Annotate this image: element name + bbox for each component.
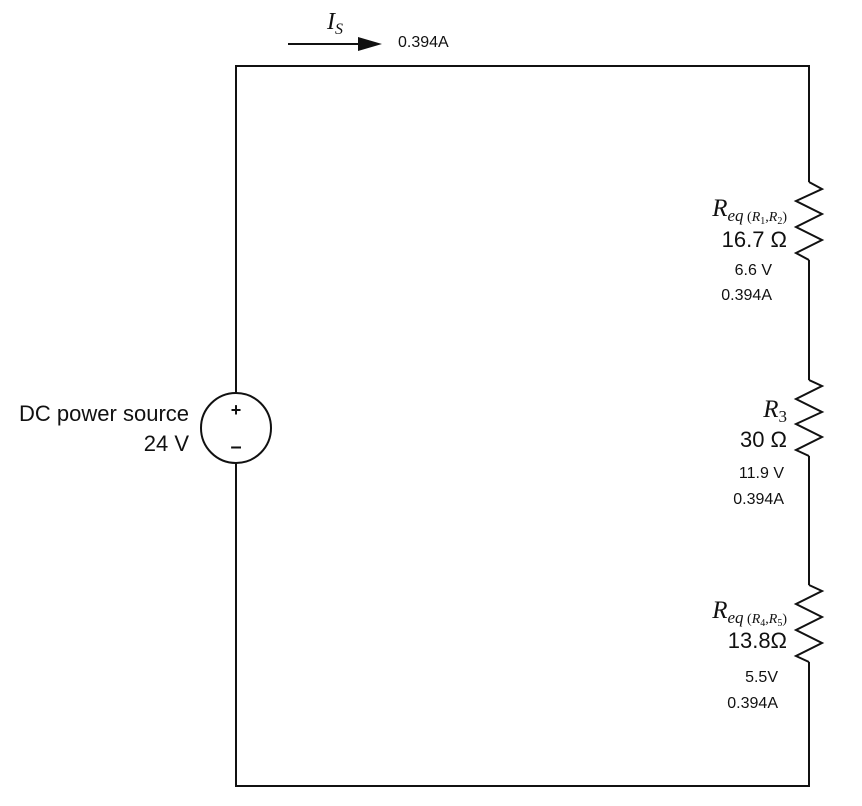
resistor-r3-zigzag	[793, 379, 825, 457]
resistor-req45-resistance: 13.8Ω	[728, 628, 787, 653]
resistor-req45-zigzag	[793, 584, 825, 663]
resistor-req45-voltage: 5.5V	[745, 669, 778, 686]
circuit-wires	[235, 65, 810, 787]
source-current-value: 0.394A	[398, 34, 449, 51]
resistor-req12-zigzag	[793, 181, 825, 261]
resistor-r3-symbol: R3	[762, 396, 787, 426]
resistor-req45: Req (R4,R5) 13.8Ω 5.5V 0.394A	[711, 597, 787, 712]
resistor-r3-resistance: 30 Ω	[740, 427, 787, 452]
resistor-req12: Req (R1,R2) 16.7 Ω 6.6 V 0.394A	[711, 195, 787, 304]
resistor-r3: R3 30 Ω 11.9 V 0.394A	[733, 396, 787, 508]
resistor-r3-voltage: 11.9 V	[739, 465, 784, 482]
source-voltage-label: 24 V	[144, 431, 190, 456]
source-current-symbol: IS	[326, 9, 343, 38]
source-name-label: DC power source	[19, 401, 189, 426]
resistor-req12-voltage: 6.6 V	[735, 262, 773, 279]
wire-top-left	[235, 65, 810, 393]
current-arrow	[288, 37, 382, 51]
resistor-req12-current: 0.394A	[721, 287, 772, 304]
resistor-req12-symbol: Req (R1,R2)	[711, 195, 787, 227]
resistor-req45-current: 0.394A	[727, 695, 778, 712]
minus-sign: –	[230, 436, 241, 458]
resistor-req12-resistance: 16.7 Ω	[722, 227, 787, 252]
plus-sign: +	[231, 400, 242, 420]
wire-bottom	[235, 463, 810, 787]
resistor-r3-current: 0.394A	[733, 491, 784, 508]
resistor-req45-symbol: Req (R4,R5)	[711, 597, 787, 629]
dc-source-symbol: + –	[200, 392, 272, 464]
